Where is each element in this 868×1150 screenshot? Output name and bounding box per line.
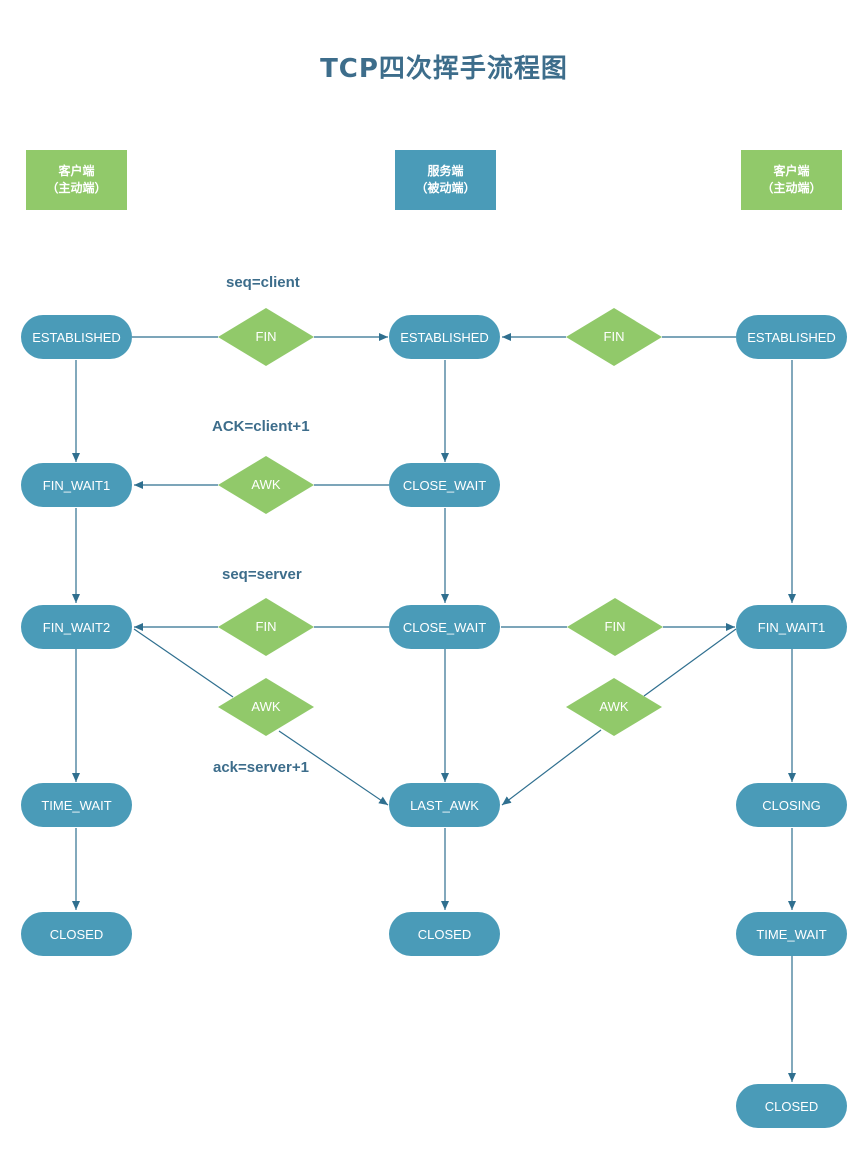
- state-left-established: ESTABLISHED: [21, 315, 132, 359]
- message-fin1-right: FIN: [603, 329, 625, 344]
- annotation-ack-client: ACK=client+1: [212, 418, 310, 435]
- annotation-seq-client: seq=client: [226, 274, 300, 291]
- state-center-close-wait-2: CLOSE_WAIT: [389, 605, 500, 649]
- annotation-seq-server: seq=server: [222, 566, 302, 583]
- diamond-fin2-left: [218, 598, 314, 656]
- header-client-right-line1: 客户端: [773, 164, 810, 178]
- state-center-last-awk: LAST_AWK: [389, 783, 500, 827]
- state-right-established: ESTABLISHED: [736, 315, 847, 359]
- state-left-time-wait: TIME_WAIT: [21, 783, 132, 827]
- header-server-line1: 服务端: [427, 164, 464, 178]
- header-client-left: 客户端 （主动端）: [26, 150, 127, 210]
- state-right-time-wait: TIME_WAIT: [736, 912, 847, 956]
- message-awk2-right: AWK: [599, 699, 629, 714]
- message-fin2-left: FIN: [255, 619, 277, 634]
- message-awk2-left: AWK: [251, 699, 281, 714]
- state-right-fin-wait1: FIN_WAIT1: [736, 605, 847, 649]
- state-left-closed: CLOSED: [21, 912, 132, 956]
- state-left-fin-wait1: FIN_WAIT1: [21, 463, 132, 507]
- diamond-awk2-right: [566, 678, 662, 736]
- state-right-closed: CLOSED: [736, 1084, 847, 1128]
- connector-awk2-left-b: [278, 730, 389, 806]
- connector-awk2-left-a: [133, 628, 234, 698]
- connector-awk2-right-b: [501, 729, 602, 806]
- connector-awk2-right-a: [643, 628, 737, 697]
- diamond-fin2-right: [567, 598, 663, 656]
- diamond-awk2-left: [218, 678, 314, 736]
- state-center-closed: CLOSED: [389, 912, 500, 956]
- state-right-closing: CLOSING: [736, 783, 847, 827]
- header-client-right-line2: （主动端）: [761, 181, 822, 195]
- annotation-ack-server: ack=server+1: [213, 759, 309, 776]
- header-client-right: 客户端 （主动端）: [741, 150, 842, 210]
- page-title: TCP四次挥手流程图: [320, 54, 568, 84]
- message-awk1: AWK: [251, 477, 281, 492]
- header-server-line2: （被动端）: [415, 181, 476, 195]
- diamond-fin1-left: [218, 308, 314, 366]
- header-client-left-line2: （主动端）: [46, 181, 107, 195]
- message-fin2-right: FIN: [604, 619, 626, 634]
- state-center-established: ESTABLISHED: [389, 315, 500, 359]
- state-left-fin-wait2: FIN_WAIT2: [21, 605, 132, 649]
- diamond-awk1: [218, 456, 314, 514]
- header-client-left-line1: 客户端: [58, 164, 95, 178]
- header-server: 服务端 （被动端）: [395, 150, 496, 210]
- state-center-close-wait-1: CLOSE_WAIT: [389, 463, 500, 507]
- message-fin1-left: FIN: [255, 329, 277, 344]
- diamond-fin1-right: [566, 308, 662, 366]
